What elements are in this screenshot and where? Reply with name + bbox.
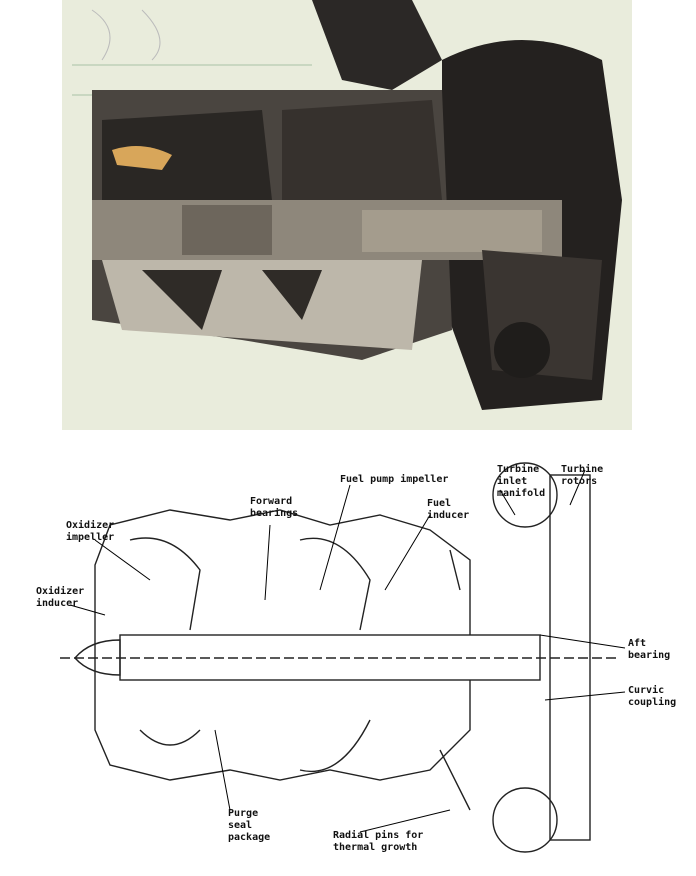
label-turbine-rotors: Turbine rotors [561, 464, 604, 487]
label-purge-seal-package: Purge seal package [228, 808, 271, 843]
label-turbine-inlet-manifold: Turbine inlet manifold [497, 464, 546, 499]
turbopump-cross-section-diagram: Turbine inlet manifold Turbine rotors Fu… [0, 430, 696, 876]
label-fuel-inducer: Fuel inducer [427, 498, 470, 521]
label-curvic-coupling: Curvic coupling [628, 685, 677, 708]
turbopump-cutaway-photo [62, 0, 632, 430]
label-radial-pins: Radial pins for thermal growth [333, 830, 424, 853]
label-oxidizer-impeller: Oxidizer impeller [66, 520, 115, 543]
photo-illustration [62, 0, 632, 430]
label-aft-bearing: Aft bearing [628, 638, 671, 661]
label-fuel-pump-impeller: Fuel pump impeller [340, 474, 449, 485]
label-oxidizer-inducer: Oxidizer inducer [36, 586, 85, 609]
cross-section-drawing [60, 462, 626, 853]
label-forward-bearings: Forward bearings [250, 496, 299, 519]
